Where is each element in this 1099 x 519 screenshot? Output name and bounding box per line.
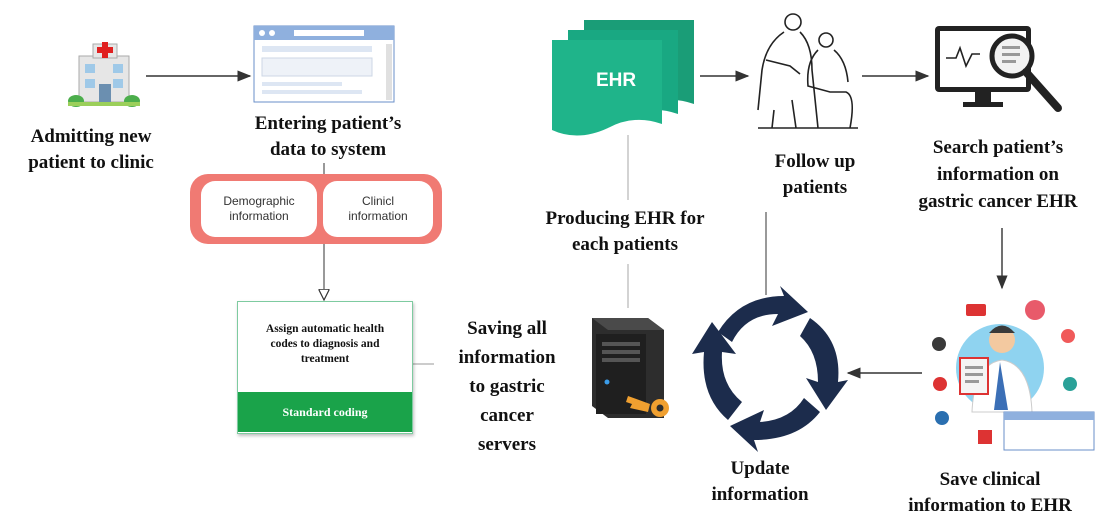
doctor-clipboard-icon	[932, 300, 1095, 451]
follow-line-1: Follow up	[774, 151, 856, 172]
hospital-icon	[68, 42, 140, 107]
saving-line-1: Saving all	[467, 318, 547, 339]
ehr-document-label: EHR	[595, 70, 637, 91]
follow-label: Follow up patients	[760, 149, 870, 201]
saving-line-3: to gastric	[469, 376, 545, 397]
server-key-icon	[592, 318, 669, 418]
admit-line-2: patient to clinic	[28, 152, 154, 173]
enter-line-1: Entering patient’s	[254, 113, 402, 134]
update-line-2: information	[711, 484, 809, 505]
demographic-information-pill: Demographic information	[201, 181, 317, 237]
search-line-1: Search patient’s	[932, 137, 1064, 158]
saving-line-5: servers	[477, 434, 537, 455]
enter-line-2: data to system	[269, 139, 387, 160]
saving-line-4: cancer	[480, 405, 534, 426]
ehr-document-icon	[552, 20, 694, 136]
assign-line-1: Assign automatic health	[265, 323, 385, 335]
search-line-2: information on	[937, 164, 1059, 185]
clinical-line-2: information	[348, 209, 408, 223]
saving-label: Saving all information to gastric cancer…	[436, 314, 578, 459]
save-line-2: information to EHR	[908, 495, 1072, 516]
produce-label: Producing EHR for each patients	[520, 206, 730, 258]
monitor-search-icon	[935, 26, 1062, 112]
standard-coding-bar: Standard coding	[238, 392, 412, 432]
clinical-information-pill: Clinicl information	[323, 181, 433, 237]
demographic-line-1: Demographic	[223, 194, 295, 208]
browser-window-icon	[253, 25, 395, 103]
saving-line-2: information	[458, 347, 556, 368]
admit-line-1: Admitting new	[30, 126, 152, 147]
admit-label: Admitting new patient to clinic	[4, 124, 178, 176]
demographic-line-2: information	[229, 209, 289, 223]
save-clinical-label: Save clinical information to EHR	[884, 467, 1096, 519]
assign-line-3: treatment	[300, 353, 350, 365]
cycle-arrows-icon	[692, 286, 848, 452]
doctor-patient-icon	[757, 13, 858, 129]
assign-codes-text: Assign automatic health codes to diagnos…	[244, 322, 406, 367]
search-line-3: gastric cancer EHR	[918, 191, 1078, 212]
save-line-1: Save clinical	[939, 469, 1041, 490]
produce-line-2: each patients	[571, 234, 679, 255]
update-label: Update information	[690, 456, 830, 508]
update-line-1: Update	[730, 458, 790, 479]
produce-line-1: Producing EHR for	[545, 208, 705, 229]
assign-line-2: codes to diagnosis and	[270, 338, 380, 350]
clinical-line-1: Clinicl	[361, 194, 394, 208]
assign-codes-box: Assign automatic health codes to diagnos…	[237, 301, 413, 434]
enter-label: Entering patient’s data to system	[228, 111, 428, 163]
follow-line-2: patients	[782, 177, 848, 198]
search-label: Search patient’s information on gastric …	[898, 134, 1098, 215]
